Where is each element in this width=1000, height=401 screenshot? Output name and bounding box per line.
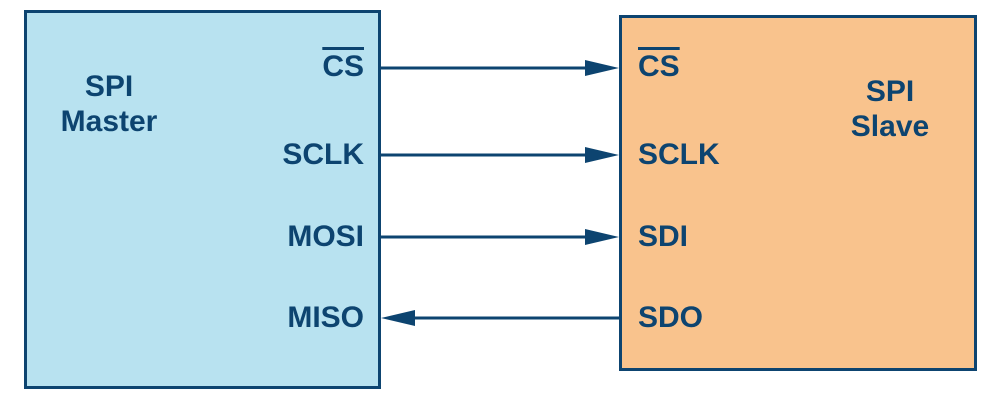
connection-cs [381,60,619,76]
master-title-line2: Master [60,105,158,138]
slave-title-line2: Slave [850,110,930,143]
spi-master-block: SPI Master CS SCLK MOSI MISO [24,10,381,389]
spi-slave-block: SPI Slave CS SCLK SDI SDO [619,15,977,371]
slave-title-line1: SPI [865,75,915,108]
slave-pin-sdi: SDI [638,220,689,253]
slave-title: SPI Slave [830,74,950,144]
master-title: SPI Master [49,69,169,139]
connection-sdo-miso [381,310,619,326]
connection-mosi-sdi [381,229,619,245]
cs-arrowhead-icon [585,60,619,76]
master-pin-mosi: MOSI [287,220,364,253]
master-pin-sclk: SCLK [282,138,364,171]
slave-pin-cs: CS [638,50,680,83]
master-pin-miso: MISO [287,301,364,334]
mosi-arrowhead-icon [585,229,619,245]
connection-sclk [381,147,619,163]
slave-pin-sclk: SCLK [638,138,720,171]
master-pin-cs: CS [322,50,364,83]
master-title-line1: SPI [84,70,134,103]
sclk-arrowhead-icon [585,147,619,163]
slave-pin-sdo: SDO [638,301,704,334]
miso-arrowhead-icon [381,310,415,326]
